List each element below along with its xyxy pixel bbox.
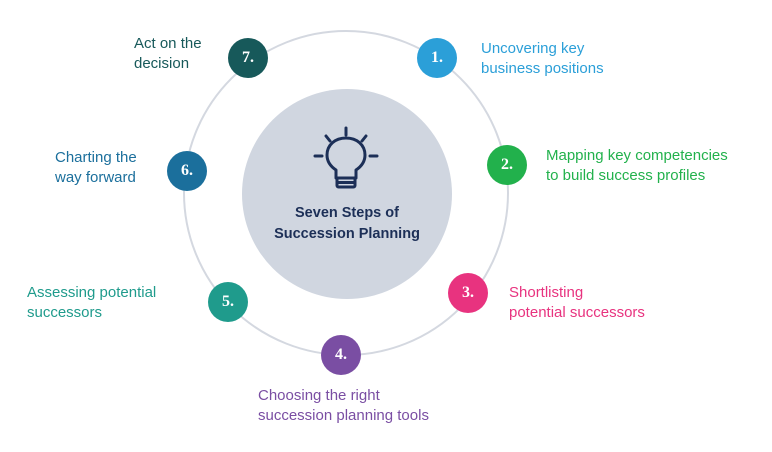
step-7-line-1: Act on the	[134, 35, 202, 52]
step-2-label: Mapping key competencies to build succes…	[546, 146, 728, 186]
title-line-2: Succession Planning	[274, 226, 420, 242]
step-5-line-1: Assessing potential	[27, 284, 157, 301]
lightbulb-icon	[313, 126, 379, 189]
step-6-badge: 6.	[167, 151, 207, 191]
step-4-line-2: succession planning tools	[258, 407, 429, 424]
step-4-line-1: Choosing the right	[258, 387, 380, 404]
step-7-label: Act on the decision	[134, 34, 202, 74]
step-7-line-2: decision	[134, 55, 190, 72]
step-2-badge: 2.	[487, 145, 527, 185]
step-7-badge: 7.	[228, 38, 268, 78]
step-4-badge: 4.	[321, 335, 361, 375]
step-3-line-2: potential successors	[509, 304, 645, 321]
step-3-label: Shortlisting potential successors	[509, 283, 645, 323]
step-5-line-2: successors	[27, 304, 103, 321]
step-2-line-1: Mapping key competencies	[546, 147, 728, 164]
step-4-label: Choosing the right succession planning t…	[258, 386, 429, 426]
step-3-line-1: Shortlisting	[509, 284, 584, 301]
diagram-title: Seven Steps of Succession Planning	[242, 203, 452, 245]
step-2-line-2: to build success profiles	[546, 167, 706, 184]
title-line-1: Seven Steps of	[295, 205, 399, 221]
step-1-line-2: business positions	[481, 60, 604, 77]
step-5-badge: 5.	[208, 282, 248, 322]
step-1-label: Uncovering key business positions	[481, 39, 604, 79]
step-1-badge: 1.	[417, 38, 457, 78]
step-5-label: Assessing potential successors	[27, 283, 156, 323]
step-1-line-1: Uncovering key	[481, 40, 585, 57]
step-3-badge: 3.	[448, 273, 488, 313]
center-hub	[242, 89, 452, 299]
step-6-line-1: Charting the	[55, 149, 137, 166]
step-6-line-2: way forward	[55, 169, 136, 186]
step-6-label: Charting the way forward	[55, 148, 137, 188]
